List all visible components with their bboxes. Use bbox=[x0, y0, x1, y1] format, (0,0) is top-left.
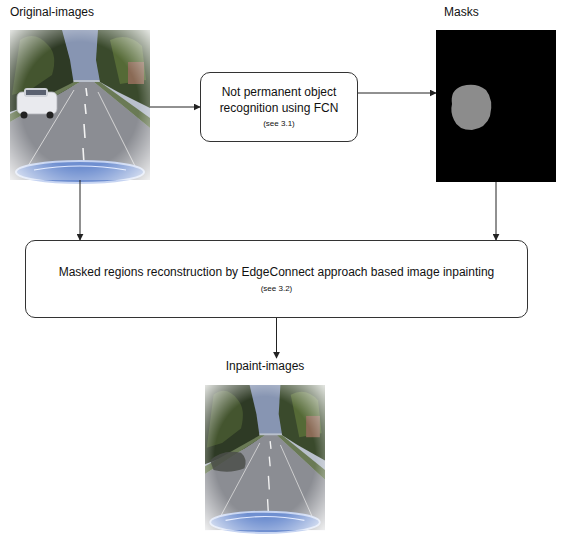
flow-arrow bbox=[150, 107, 200, 108]
mask-image bbox=[436, 30, 556, 182]
image-heading: Masks bbox=[436, 4, 556, 20]
box-text: Not permanent object recognition using F… bbox=[211, 85, 347, 116]
image-panel: Masks bbox=[436, 4, 556, 182]
flow-arrow bbox=[358, 93, 436, 94]
box-text: Masked regions reconstruction by EdgeCon… bbox=[59, 265, 495, 281]
process-box: Not permanent object recognition using F… bbox=[200, 72, 358, 142]
mask-blob bbox=[451, 85, 491, 130]
section-ref: (see 3.1) bbox=[263, 119, 295, 129]
image-heading: Inpaint-images bbox=[205, 358, 325, 374]
flow-arrow bbox=[80, 180, 81, 240]
section-ref: (see 3.2) bbox=[261, 284, 293, 294]
image-panel: Inpaint-images bbox=[205, 358, 325, 530]
process-box: Masked regions reconstruction by EdgeCon… bbox=[25, 240, 528, 318]
parked-car bbox=[17, 88, 57, 119]
image-panel: Original-images bbox=[10, 4, 150, 180]
flow-arrow bbox=[276, 318, 277, 358]
image-heading: Original-images bbox=[10, 4, 150, 20]
road-photo bbox=[10, 30, 150, 183]
flow-arrow bbox=[496, 182, 497, 240]
inpainted-photo bbox=[205, 385, 325, 533]
